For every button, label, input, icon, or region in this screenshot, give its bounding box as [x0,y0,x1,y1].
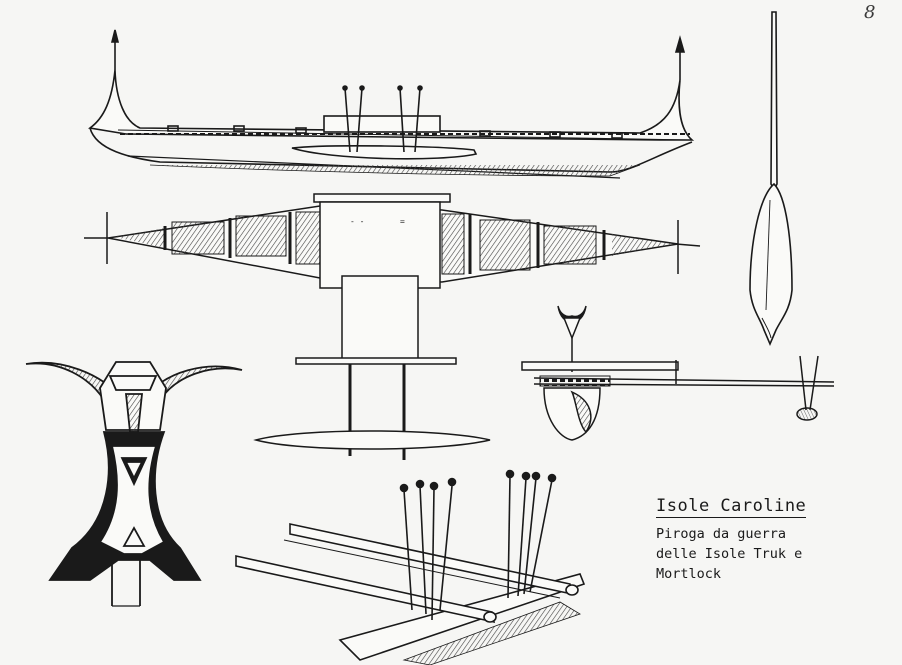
caption-line: delle Isole Truk e [656,546,803,562]
caption-lines: Piroga da guerra delle Isole Truk e Mort… [656,524,836,584]
canoe-side-view [87,29,695,179]
canoe-top-view: - - = [84,193,701,460]
caption-title: Isole Caroline [656,496,807,518]
caption: Isole Caroline Piroga da guerra delle Is… [656,496,836,584]
svg-text:=: = [400,217,405,226]
page-number: 8 [864,2,876,23]
svg-text:- -: - - [350,217,364,226]
outrigger-boom-detail [235,469,586,665]
paddle [749,11,793,347]
caption-line: Piroga da guerra [656,526,787,542]
canoe-end-view [521,305,835,441]
caption-line: Mortlock [656,566,722,582]
prow-ornament-detail [25,361,243,607]
